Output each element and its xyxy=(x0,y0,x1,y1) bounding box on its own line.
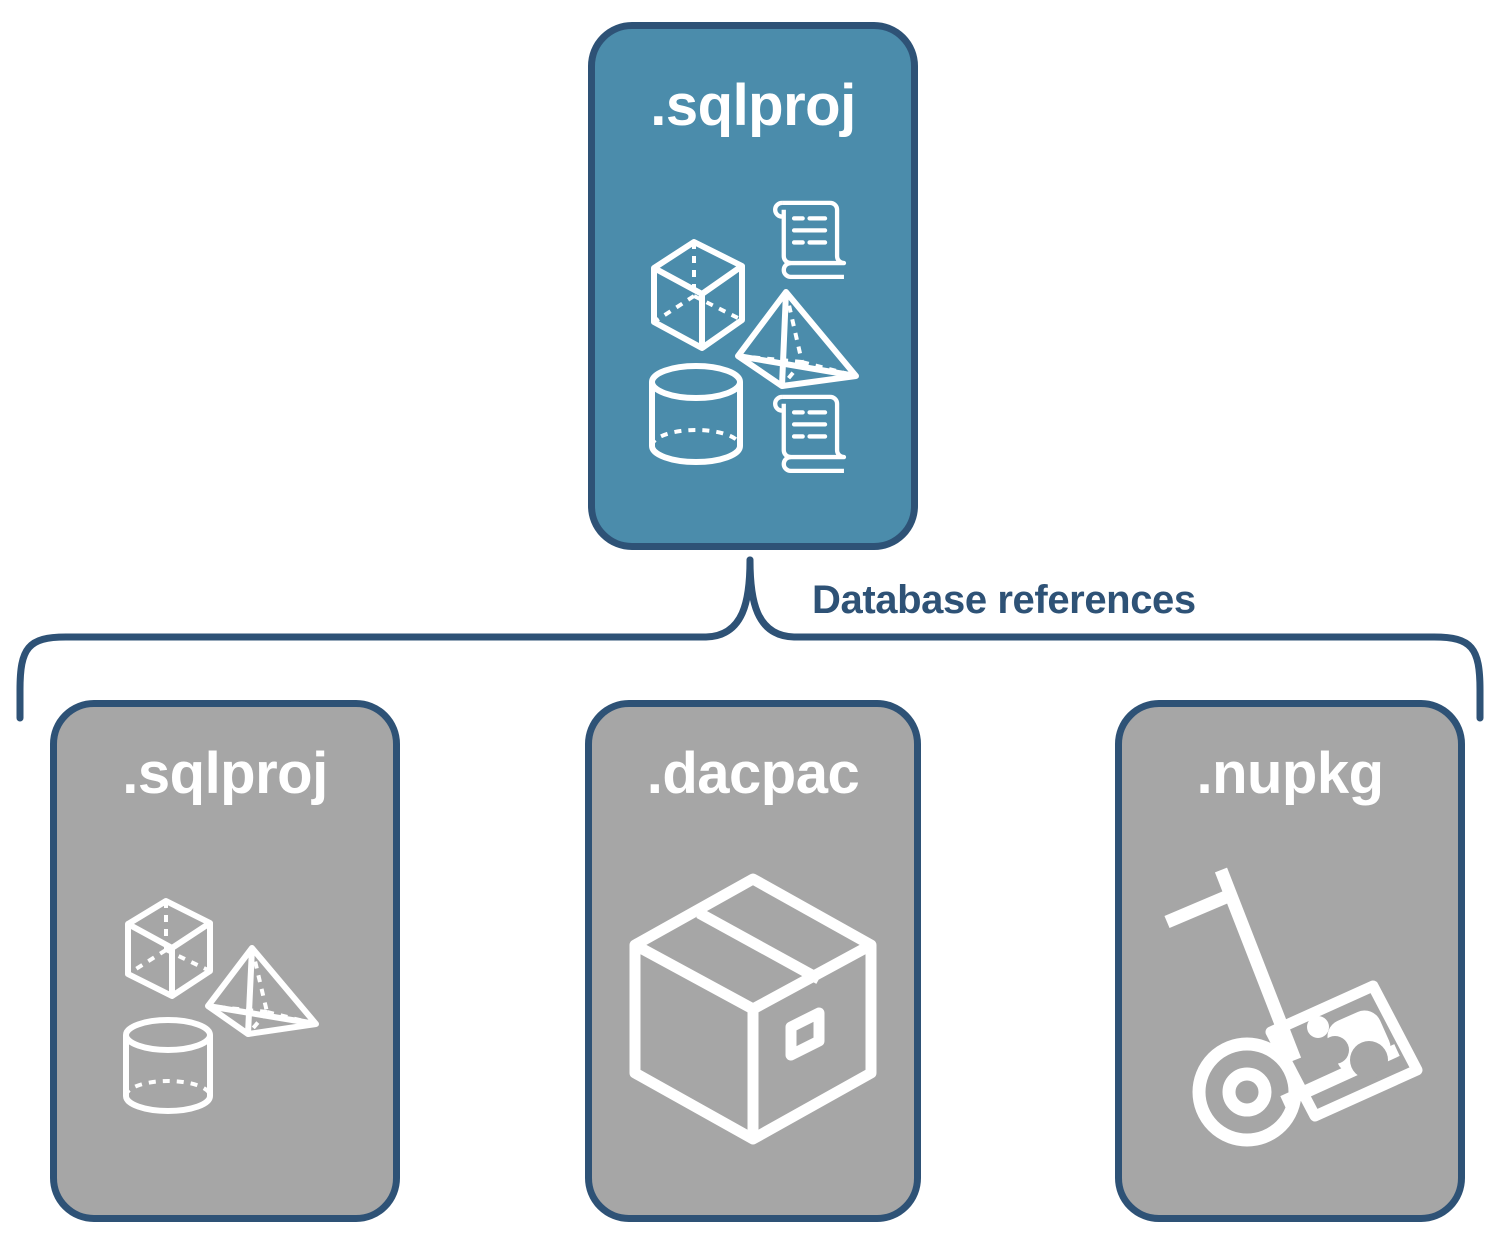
scroll-script-icon xyxy=(773,200,847,279)
node-sqlproj-root[interactable]: .sqlproj xyxy=(588,22,918,550)
node-icon-group xyxy=(1122,803,1458,1215)
sqlproj-shapes-icon-group xyxy=(123,898,319,1114)
connector-label: Database references xyxy=(812,578,1196,622)
cylinder-wireframe-icon xyxy=(649,363,743,465)
node-title: .dacpac xyxy=(646,741,860,806)
pyramid-wireframe-icon xyxy=(735,289,859,389)
node-reference-nupkg[interactable]: .nupkg xyxy=(1115,700,1465,1222)
node-reference-sqlproj[interactable]: .sqlproj xyxy=(50,700,400,1222)
node-title: .nupkg xyxy=(1196,741,1384,806)
scroll-script-icon xyxy=(773,394,847,473)
cylinder-wireframe-icon xyxy=(123,1017,213,1114)
node-title: .sqlproj xyxy=(650,73,856,138)
node-reference-dacpac[interactable]: .dacpac xyxy=(585,700,921,1222)
sqlproj-shapes-icon-group xyxy=(649,200,859,473)
cube-wireframe-icon xyxy=(651,239,745,351)
node-title: .sqlproj xyxy=(122,741,328,806)
node-icon-group xyxy=(57,803,393,1215)
hand-truck-nuget-package-icon xyxy=(1164,867,1423,1147)
package-box-icon xyxy=(629,873,877,1145)
cube-wireframe-icon xyxy=(125,898,213,999)
node-icon-group xyxy=(595,135,911,543)
node-icon-group xyxy=(592,803,914,1215)
pyramid-wireframe-icon xyxy=(205,945,319,1037)
